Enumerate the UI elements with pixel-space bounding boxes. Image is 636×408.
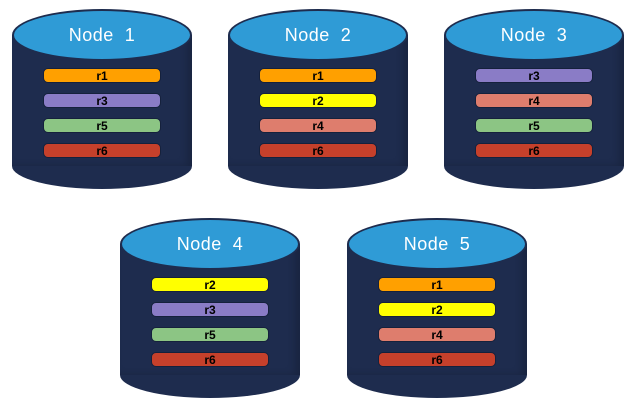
partition-list: r1 r3 r5 r6 (12, 68, 192, 158)
cylinder-top: Node 1 (12, 9, 192, 61)
partition-bar: r4 (475, 93, 593, 108)
partition-bar: r2 (378, 302, 496, 317)
cylinder-top: Node 4 (120, 218, 300, 270)
partition-label: r6 (528, 143, 540, 158)
node-title: Node 1 (68, 25, 136, 45)
partition-list: r1 r2 r4 r6 (347, 277, 527, 367)
partition-label: r4 (431, 327, 443, 342)
partition-bar: r6 (378, 352, 496, 367)
partition-bar: r5 (43, 118, 161, 133)
cylinder-top: Node 5 (347, 218, 527, 270)
node-title: Node 3 (500, 25, 568, 45)
cylinder-top: Node 3 (444, 9, 624, 61)
partition-bar: r3 (475, 68, 593, 83)
partition-label: r6 (431, 352, 443, 367)
partition-bar: r1 (43, 68, 161, 83)
partition-bar: r4 (259, 118, 377, 133)
partition-bar: r2 (259, 93, 377, 108)
partition-list: r2 r3 r5 r6 (120, 277, 300, 367)
partition-bar: r5 (151, 327, 269, 342)
partition-label: r3 (204, 302, 216, 317)
partition-label: r3 (528, 68, 540, 83)
partition-bar: r1 (259, 68, 377, 83)
node-2: Node 2 r1 r2 r4 r6 (228, 9, 408, 189)
partition-label: r5 (96, 118, 108, 133)
partition-label: r1 (312, 68, 324, 83)
partition-bar: r6 (43, 143, 161, 158)
partition-bar: r3 (151, 302, 269, 317)
partition-list: r1 r2 r4 r6 (228, 68, 408, 158)
partition-label: r5 (528, 118, 540, 133)
partition-label: r1 (96, 68, 108, 83)
partition-bar: r5 (475, 118, 593, 133)
partition-bar: r2 (151, 277, 269, 292)
partition-label: r5 (204, 327, 216, 342)
node-title: Node 5 (403, 234, 471, 254)
partition-label: r4 (528, 93, 540, 108)
node-5: Node 5 r1 r2 r4 r6 (347, 218, 527, 398)
node-1: Node 1 r1 r3 r5 r6 (12, 9, 192, 189)
node-title: Node 2 (284, 25, 352, 45)
partition-label: r2 (431, 302, 443, 317)
partition-label: r3 (96, 93, 108, 108)
partition-label: r1 (431, 277, 443, 292)
partition-label: r6 (96, 143, 108, 158)
node-3: Node 3 r3 r4 r5 r6 (444, 9, 624, 189)
partition-list: r3 r4 r5 r6 (444, 68, 624, 158)
cylinder-top: Node 2 (228, 9, 408, 61)
partition-label: r4 (312, 118, 324, 133)
partition-label: r2 (204, 277, 216, 292)
partition-bar: r6 (475, 143, 593, 158)
partition-bar: r4 (378, 327, 496, 342)
partition-bar: r3 (43, 93, 161, 108)
partition-bar: r6 (151, 352, 269, 367)
partition-label: r6 (312, 143, 324, 158)
partition-bar: r6 (259, 143, 377, 158)
partition-bar: r1 (378, 277, 496, 292)
node-title: Node 4 (176, 234, 244, 254)
partition-label: r6 (204, 352, 216, 367)
partition-label: r2 (312, 93, 324, 108)
node-4: Node 4 r2 r3 r5 r6 (120, 218, 300, 398)
